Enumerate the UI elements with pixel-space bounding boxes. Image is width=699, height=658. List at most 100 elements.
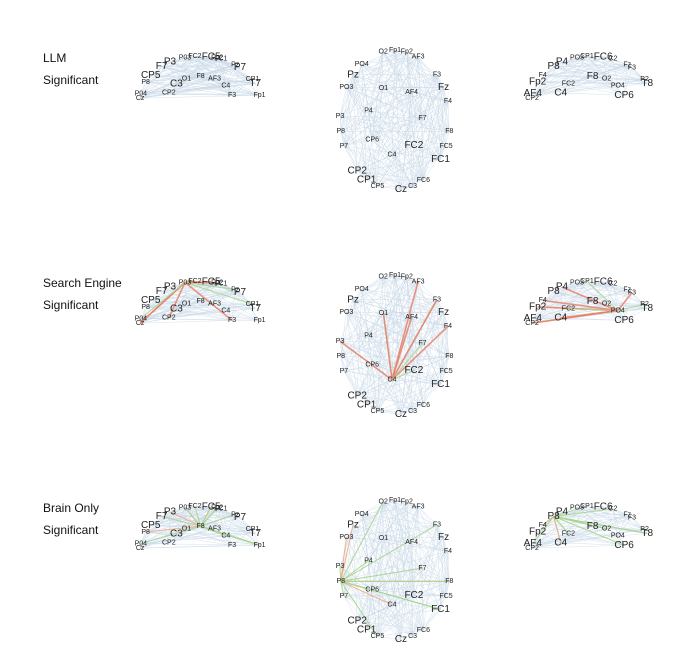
significant-edge [161,515,201,527]
edge [382,501,450,582]
edge [140,55,196,94]
electrode-label: FC5 [202,501,221,512]
edge [412,343,423,412]
edge [532,526,593,549]
edge [361,514,384,539]
edge [383,86,444,89]
electrode-label: Fp2 [401,48,413,55]
edge [368,51,384,111]
edge [537,56,604,83]
edge [140,320,233,324]
edge [340,501,408,582]
edge [631,517,648,534]
edge [353,299,449,327]
significant-edge [339,340,393,381]
edge [366,629,378,637]
edge [532,542,561,544]
edge [592,67,633,77]
electrode-label: CP6 [614,540,634,551]
edge [145,57,218,83]
electrode-label: PO3 [339,84,353,91]
electrode-label: P8 [548,61,561,72]
edge [412,145,415,187]
edge [357,170,424,181]
edge [169,506,212,513]
electrode-label: F7 [156,511,168,522]
electrode-label: CP1 [357,625,377,636]
edge [340,131,402,190]
edge [383,88,402,190]
electrode-label: P2 [640,76,649,83]
electrode-label: FC2 [562,81,575,88]
edge [372,117,423,140]
edge [145,283,221,308]
electrode-label: PO3 [570,504,584,511]
electrode-label: P4 [364,107,373,114]
edge [140,94,260,99]
edge [383,51,444,88]
edge [352,276,407,300]
edge [343,276,384,372]
edge [340,340,447,372]
edge [353,74,449,102]
edge [532,535,618,549]
edge [368,538,384,561]
electrode-label: F7 [156,61,168,72]
edge [357,395,424,406]
edge [214,78,226,86]
edge [368,110,450,132]
edge [352,289,362,300]
edge [532,282,578,319]
edge [168,517,241,544]
electrode-label: C2 [608,56,617,63]
edge [356,88,384,171]
edge [394,274,444,313]
electrode-label: FC2 [562,531,575,538]
electrode-label: FC6 [417,402,430,409]
significant-edge [391,299,438,381]
significant-edge [140,525,201,545]
electrode-label: FC2 [404,590,423,601]
electrode-label: CP2 [162,315,176,322]
edge [361,64,412,93]
edge [383,299,437,314]
edge [343,145,358,171]
edge [537,306,561,319]
electrode-label: PO3 [339,534,353,541]
edge [339,115,441,160]
edge [186,78,256,84]
edge [346,524,437,538]
electrode-label: PO4 [611,532,625,539]
edge [532,81,538,94]
edge [339,501,384,567]
electrode-label: CP6 [614,315,634,326]
electrode-label: CP6 [614,90,634,101]
electrode-label: O1 [182,300,191,307]
edge [339,116,402,190]
edge [417,506,438,525]
edge [361,514,449,552]
edge-group [339,274,450,415]
edge [339,341,367,406]
electrode-label: AF3 [412,278,425,285]
edge [366,538,384,631]
edge [343,145,424,181]
edge [343,370,358,396]
edge [225,85,233,96]
edge [361,49,396,65]
significant-edge [184,281,253,305]
edge [372,91,412,140]
electrode-label: P7 [234,62,247,73]
edge [339,566,413,637]
significant-edge [568,308,618,312]
electrode-label: F3 [228,317,236,324]
electrode-label: AF4 [524,538,543,549]
edge [140,292,241,319]
edge [368,560,415,596]
edge [440,326,449,385]
electrode-label: Fp2 [211,280,223,287]
electrode-label: FC5 [439,143,452,150]
edge [366,87,444,181]
edge [383,313,441,385]
edge [592,76,648,84]
